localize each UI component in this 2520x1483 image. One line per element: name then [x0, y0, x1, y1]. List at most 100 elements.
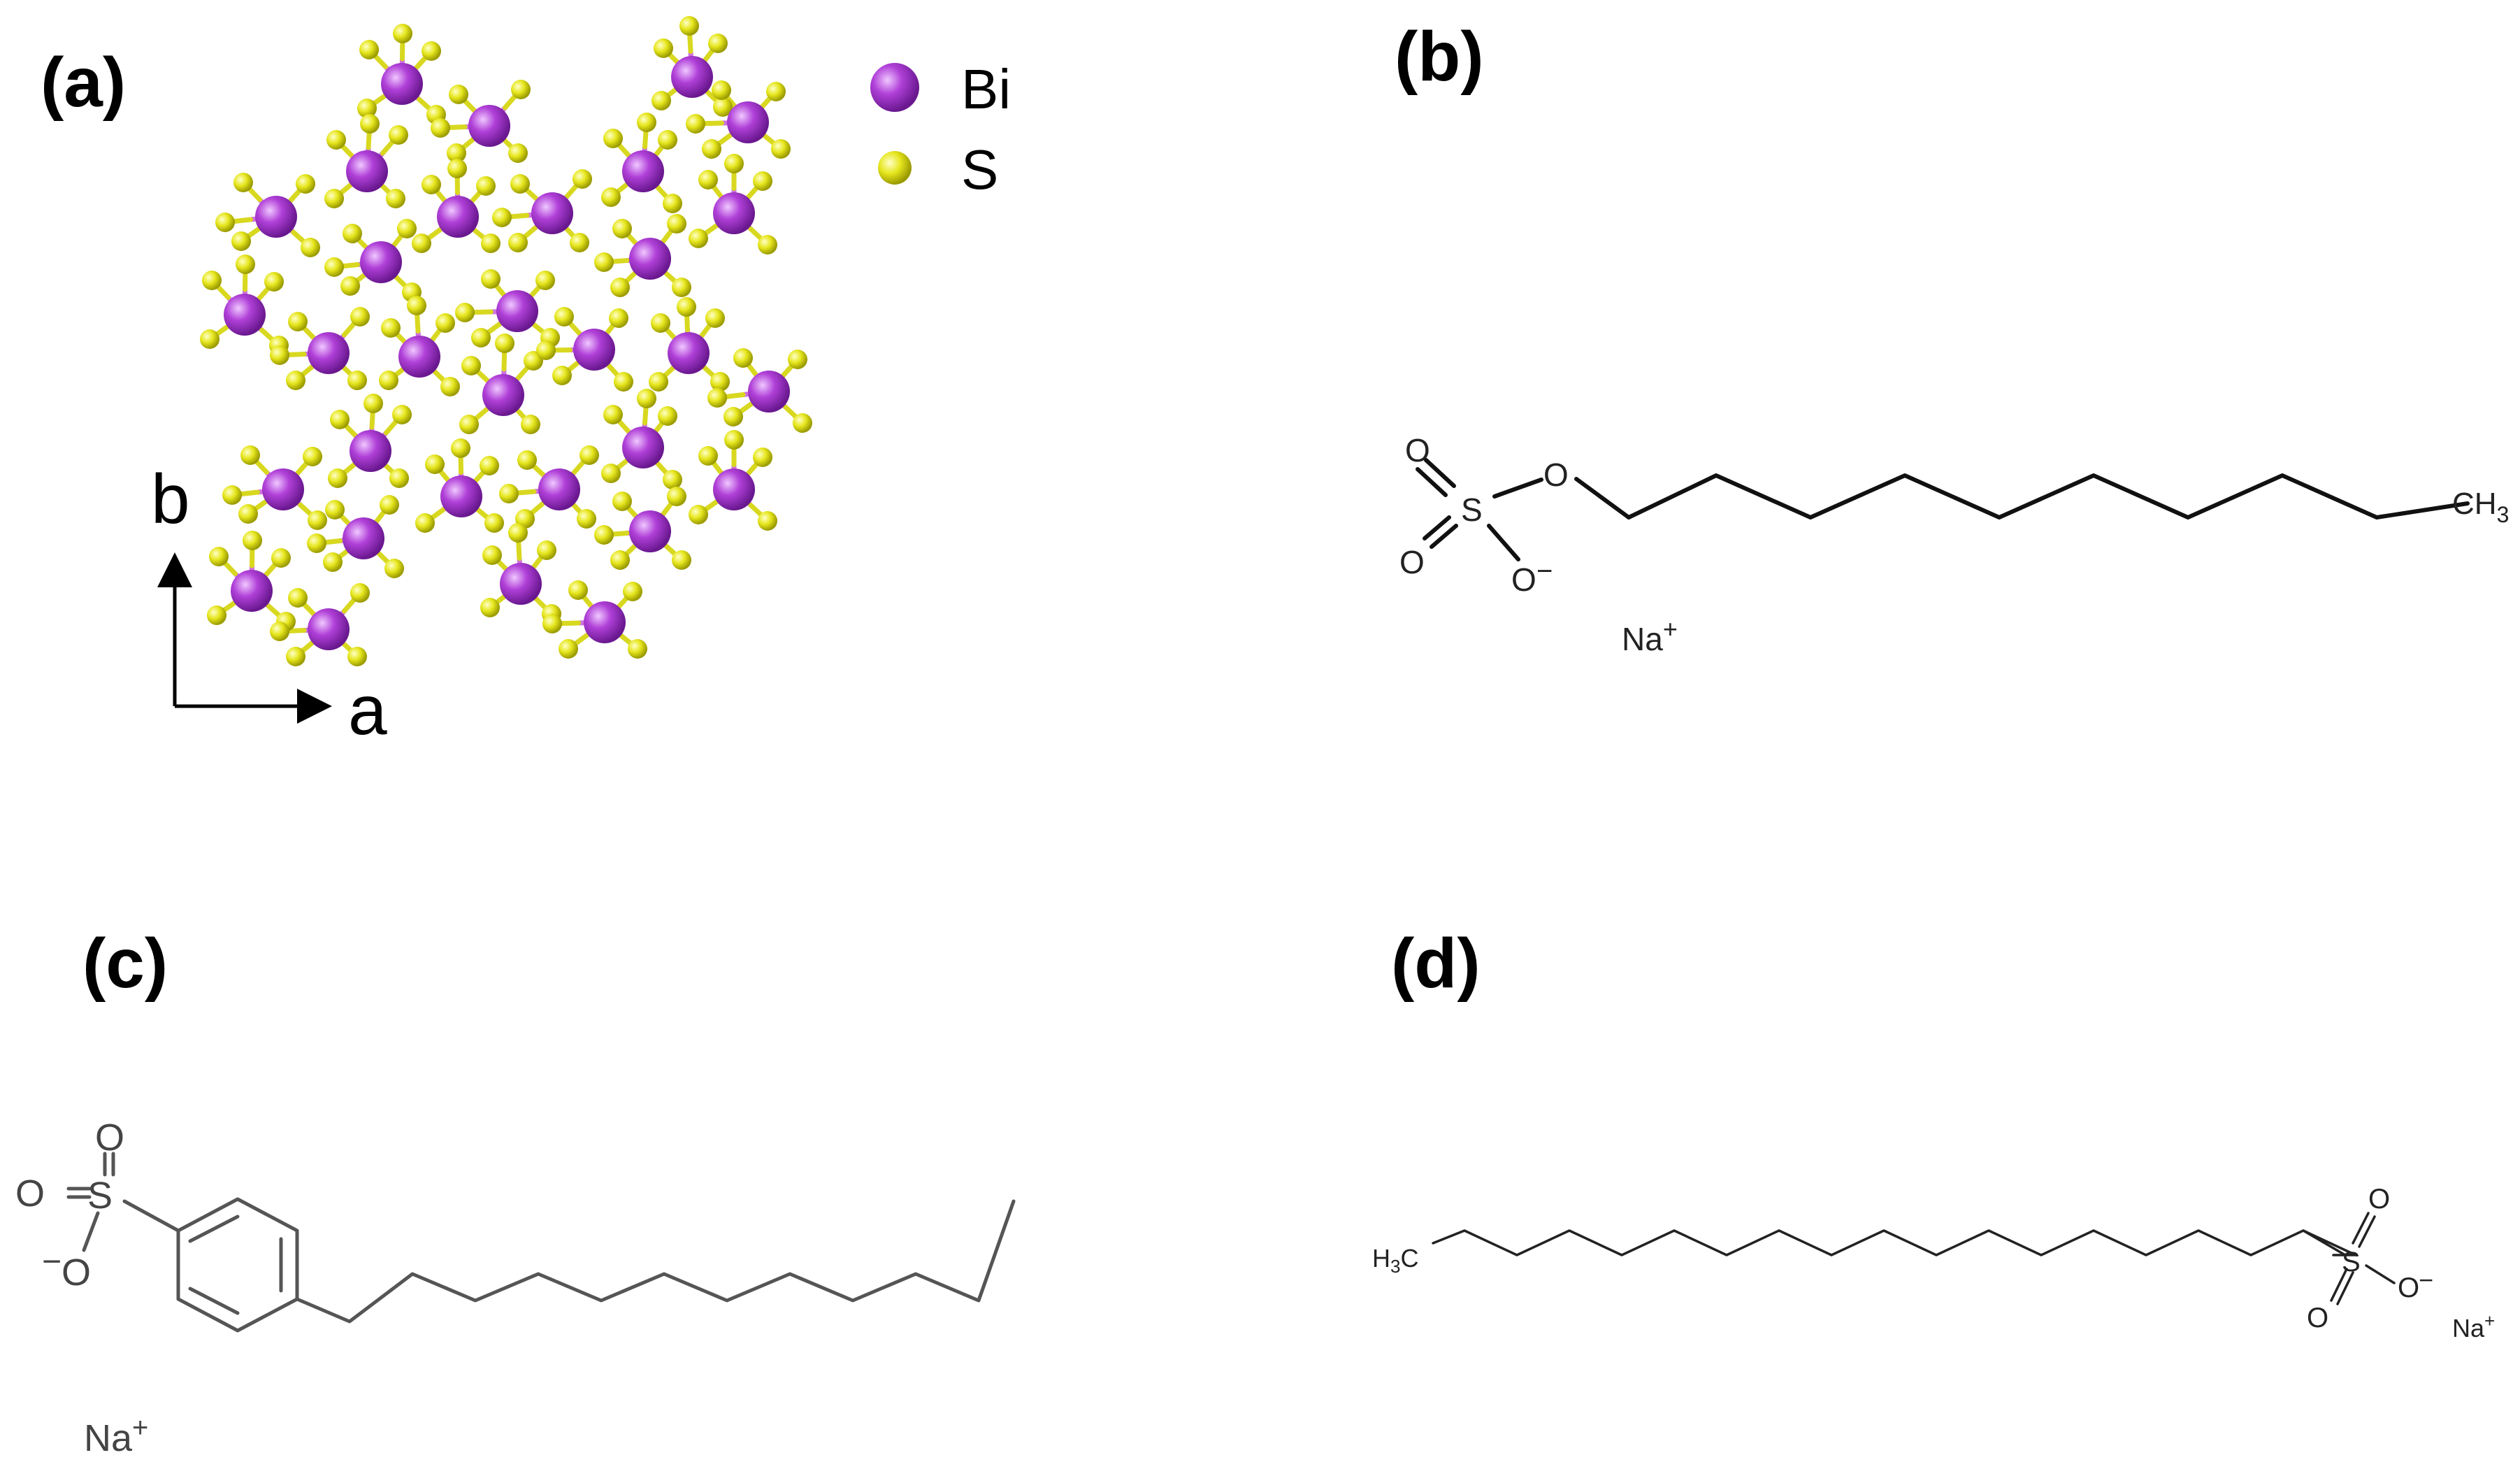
- alkyl-chain-d: [1432, 1229, 2357, 1256]
- sulfur-atom: [609, 308, 628, 328]
- sulfur-atom: [568, 580, 588, 600]
- atom-o-top: O: [1405, 432, 1430, 468]
- bismuth-atom: [308, 332, 350, 374]
- sulfur-atom: [200, 329, 219, 349]
- legend-bi-marker: [870, 63, 919, 112]
- sulfur-atom: [672, 550, 691, 570]
- sulfur-atom: [447, 159, 467, 178]
- sulfur-atom: [612, 219, 632, 238]
- bismuth-atom: [231, 570, 273, 612]
- na-charge: +: [132, 1412, 148, 1443]
- sodium-dodecyl-sulfate-structure: O O S O O − CH3 Na+: [1399, 432, 2509, 657]
- bismuth-atom: [440, 475, 482, 517]
- sulfur-atom: [380, 495, 399, 515]
- sulfur-atom: [594, 252, 614, 272]
- panel-b-label: (b): [1395, 17, 1484, 96]
- sulfur-atom: [347, 647, 367, 666]
- bismuth-atom: [343, 517, 384, 559]
- sulfur-atom: [236, 255, 255, 274]
- sulfur-atom: [495, 334, 514, 353]
- legend-s-marker: [878, 151, 912, 185]
- panel-a-label: (a): [41, 43, 126, 122]
- sulfur-atom: [559, 639, 578, 659]
- bond-s-o-minus: [1487, 524, 1520, 561]
- sulfur-atom: [461, 356, 481, 375]
- ch3-main: CH: [2452, 487, 2497, 521]
- sulfur-atom: [422, 175, 441, 194]
- sulfur-atom: [449, 85, 468, 104]
- h3c-h: H: [1372, 1244, 1390, 1273]
- sulfur-atom: [499, 484, 519, 503]
- sulfur-atom: [594, 525, 614, 545]
- charge-minus-c: −: [42, 1243, 62, 1280]
- sulfur-atom: [231, 231, 251, 251]
- sulfur-atom: [651, 313, 670, 333]
- counterion-na: Na+: [2452, 1310, 2495, 1342]
- bismuth-atom: [346, 150, 388, 192]
- sulfur-atom: [451, 438, 470, 458]
- sulfur-atom: [207, 606, 226, 625]
- na-symbol: Na: [84, 1417, 133, 1459]
- sulfur-atom: [724, 154, 744, 173]
- sulfur-atom: [222, 485, 242, 505]
- sulfur-atom: [713, 97, 733, 117]
- sulfur-atom: [264, 272, 284, 292]
- sulfur-atom: [431, 118, 450, 138]
- bismuth-atom: [727, 101, 769, 143]
- sulfur-atom: [412, 234, 431, 253]
- sulfur-atom: [628, 639, 647, 659]
- bismuth-atom: [398, 336, 440, 378]
- sulfur-atom: [330, 410, 350, 429]
- bismuth-atom: [224, 294, 266, 336]
- atom-o-bottom: O: [2307, 1303, 2328, 1333]
- sulfur-atom: [303, 447, 322, 466]
- sulfur-atom: [651, 91, 671, 110]
- bond-s-o-top-1: [2352, 1212, 2370, 1245]
- na-symbol: Na: [1622, 621, 1663, 657]
- sulfur-atom: [712, 80, 731, 100]
- bismuth-atom: [713, 192, 755, 234]
- bismuth-atom: [262, 468, 304, 510]
- sulfur-atom: [379, 371, 398, 390]
- bond-o-c1: [1574, 477, 1631, 520]
- sulfur-atom: [481, 234, 501, 253]
- h3c-c: C: [1400, 1244, 1418, 1273]
- sulfur-atom: [610, 550, 630, 570]
- sulfur-atom: [663, 470, 682, 489]
- sulfur-atom: [658, 130, 677, 150]
- sulfur-atom: [579, 445, 599, 465]
- bismuth-atom: [496, 290, 538, 332]
- sulfur-atom: [705, 308, 725, 328]
- counterion-na: Na+: [1622, 615, 1678, 657]
- sodium-hexadecanesulfonate-structure: H3C S O O O − Na+: [1372, 1184, 2495, 1342]
- sulfur-atom: [325, 500, 345, 520]
- bond-s-o-bottom-1: [1430, 524, 1458, 549]
- atom-o-minus: O: [1511, 561, 1536, 598]
- bond-s-o-top-1: [1424, 458, 1456, 488]
- sulfur-atom: [554, 307, 574, 327]
- sulfur-atom: [552, 366, 572, 385]
- sulfur-atom: [753, 447, 772, 467]
- sulfur-atom: [510, 174, 530, 194]
- panel-a: (a) Bi S b a: [41, 16, 1011, 750]
- sulfur-atom: [238, 504, 258, 524]
- sulfur-atom: [270, 622, 289, 641]
- sulfur-atom: [350, 307, 370, 327]
- sulfur-atom: [733, 348, 753, 368]
- bond-s-o-bottom-1: [2330, 1268, 2348, 1302]
- bismuth-atom: [350, 430, 391, 472]
- sulfur-atom: [667, 487, 686, 506]
- sulfur-atom: [637, 389, 656, 408]
- bismuth-atom: [584, 601, 626, 643]
- bond-s-o-bottom-2: [1423, 515, 1451, 540]
- sulfur-atom: [481, 269, 501, 289]
- ring-inner-bond-1: [188, 1215, 240, 1243]
- bismuth-atom: [360, 241, 402, 283]
- axis-a-label: a: [348, 671, 387, 750]
- sulfur-atom: [215, 213, 235, 232]
- sulfur-atom: [347, 371, 367, 390]
- bond-s-o-minus: [82, 1211, 100, 1252]
- na-charge: +: [2484, 1310, 2495, 1331]
- alkyl-chain-b: [1627, 473, 2470, 520]
- bi2s3-crystal-structure: [200, 16, 812, 666]
